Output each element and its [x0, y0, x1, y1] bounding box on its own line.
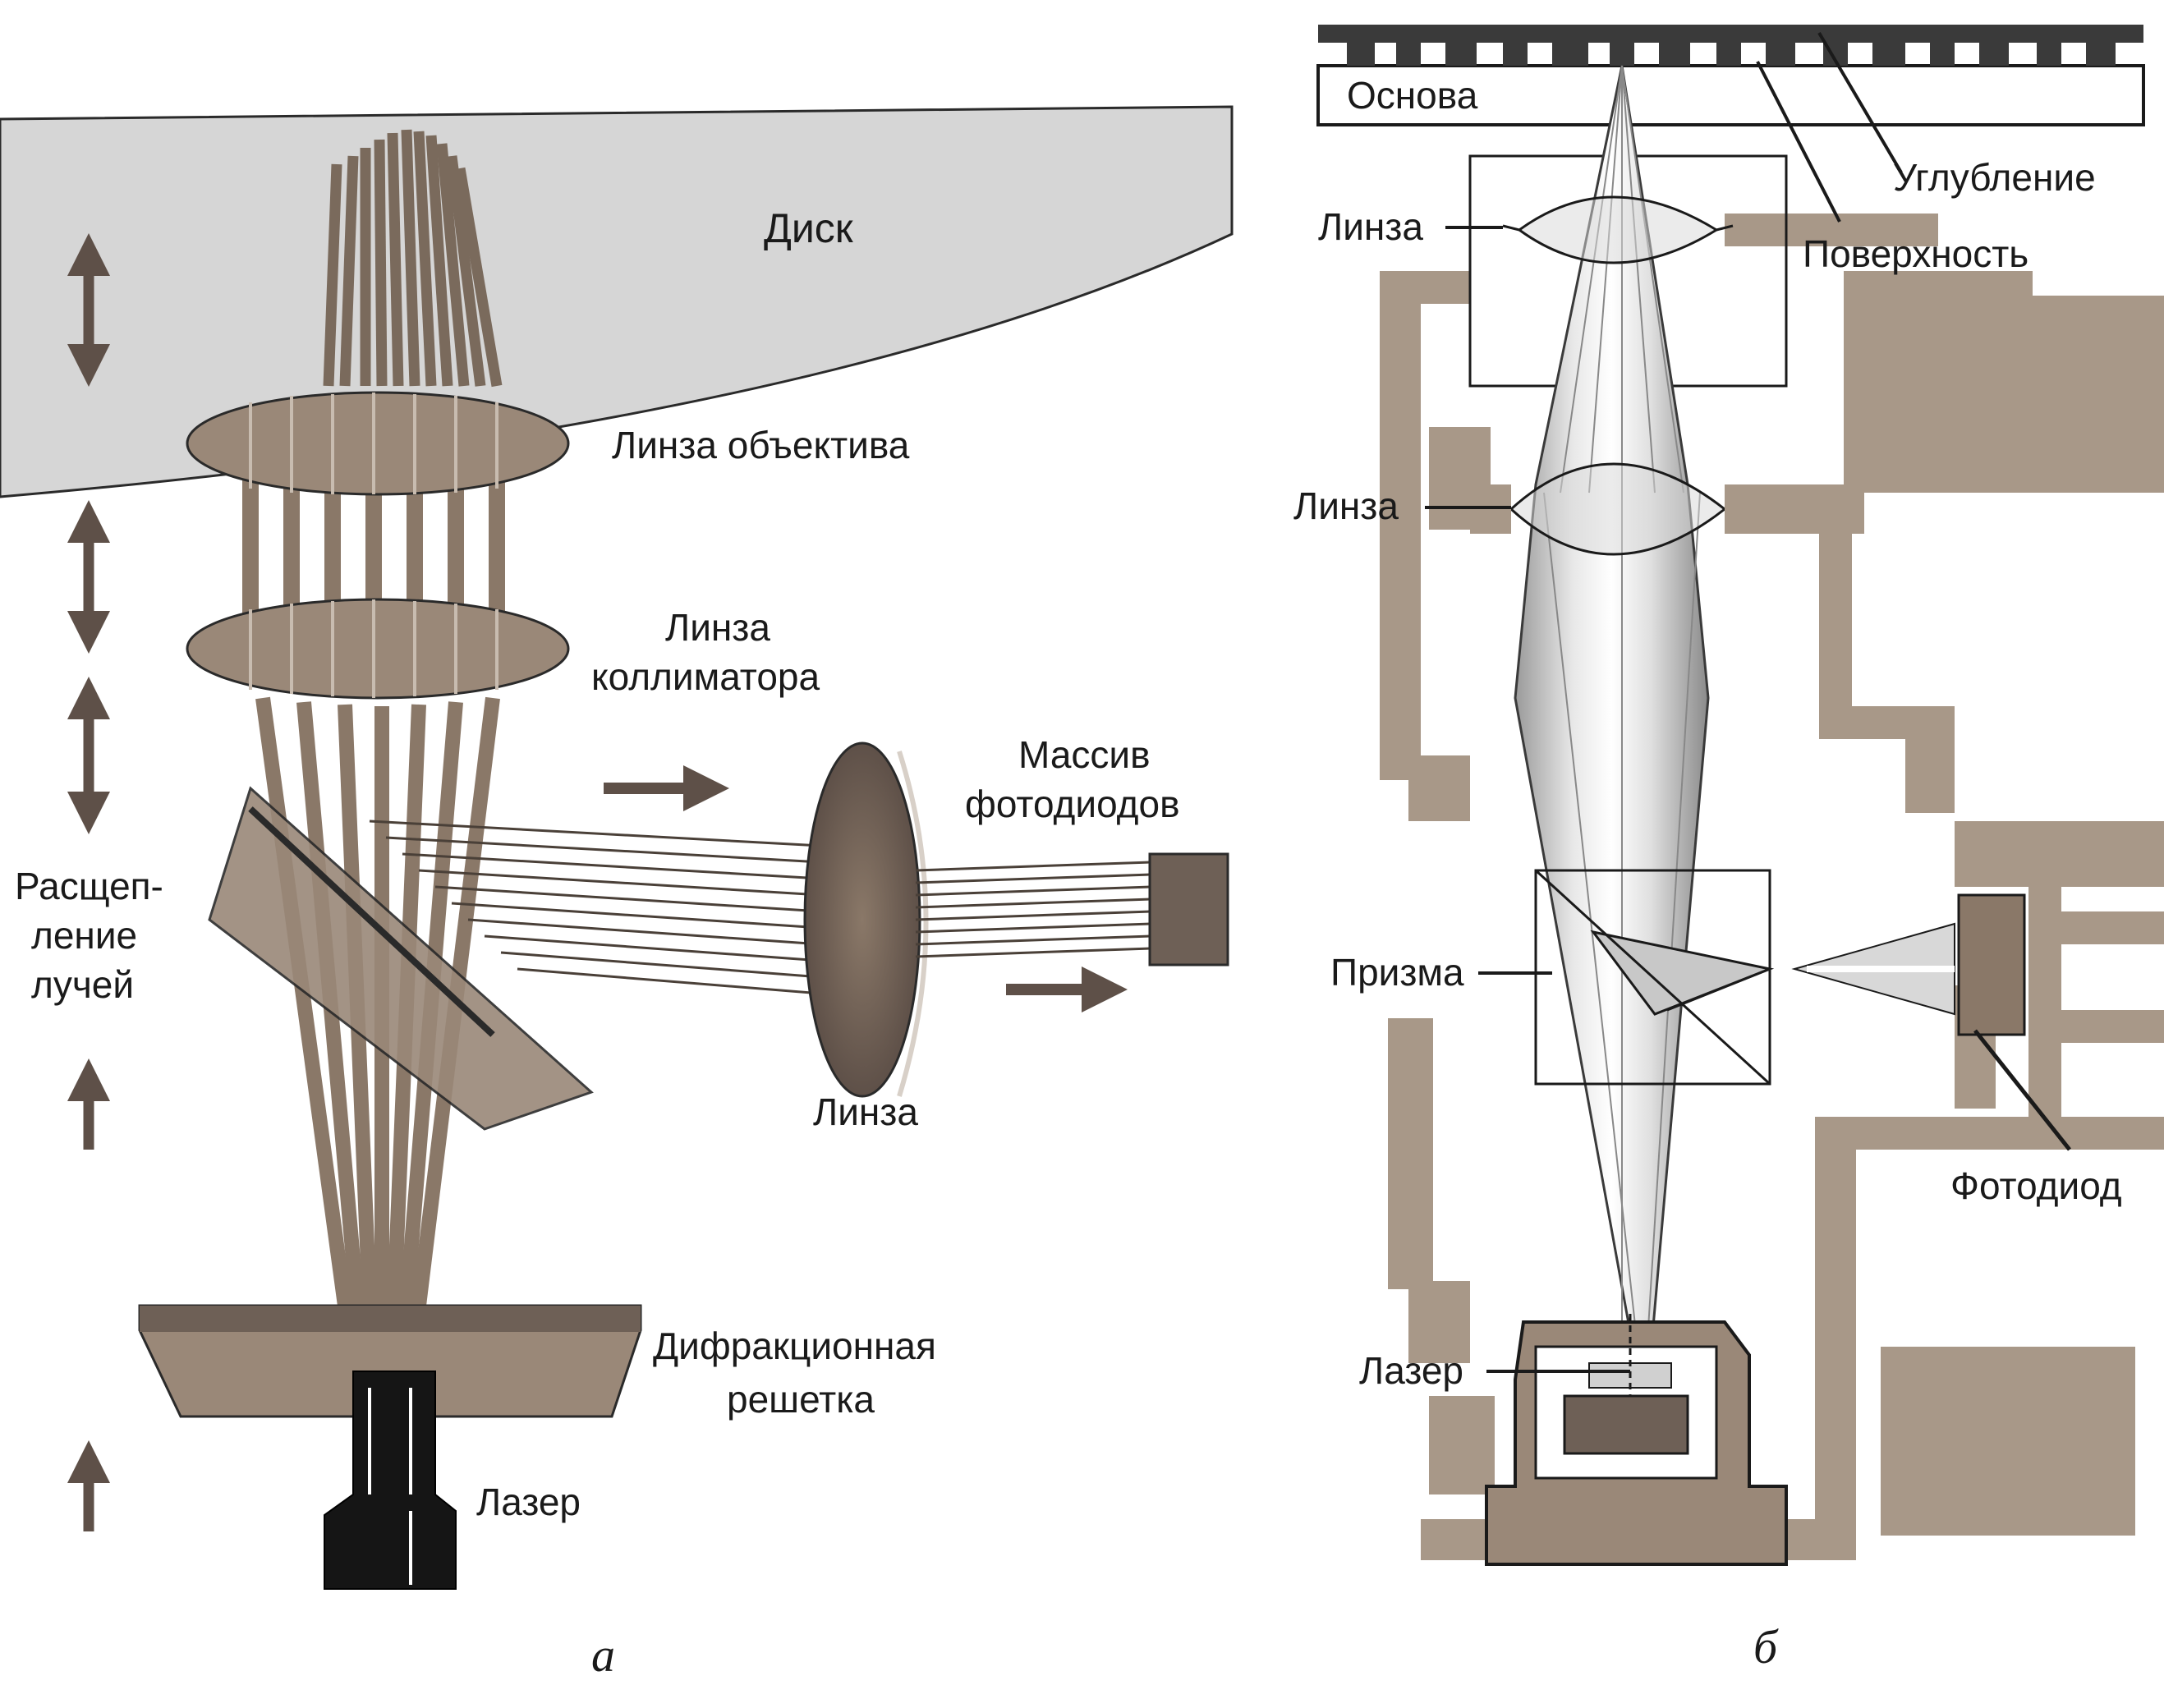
label-lens-upper: Линза	[1318, 205, 1423, 248]
label-collimator-lens-1: Линза	[665, 606, 770, 649]
leader-pit	[1817, 31, 1903, 174]
label-surface: Поверхность	[1803, 232, 2028, 275]
label-laser-b: Лазер	[1359, 1349, 1463, 1392]
label-grating-2: решетка	[727, 1378, 875, 1421]
label-photodiode-array-1: Массив	[1018, 733, 1151, 776]
label-collimator-lens-2: коллиматора	[591, 655, 820, 698]
label-laser-a: Лазер	[476, 1481, 581, 1523]
leader-surface	[1756, 61, 1841, 223]
objective-lens	[186, 391, 570, 496]
disk-pits	[1318, 25, 2143, 66]
upper-lens	[1517, 195, 1719, 264]
collimator-lens	[186, 598, 570, 700]
label-beam-split-1: Расщеп-	[15, 865, 163, 907]
label-disk: Диск	[764, 205, 854, 251]
housing	[1380, 214, 2164, 1568]
disk-base	[1316, 64, 2145, 126]
side-lens	[803, 742, 921, 1098]
prism	[1534, 869, 1771, 1086]
caption-a: а	[591, 1628, 615, 1682]
label-objective-lens: Линза объектива	[612, 424, 910, 466]
caption-b: б	[1753, 1620, 1779, 1674]
reflected-beams	[369, 820, 822, 995]
label-prism: Призма	[1330, 951, 1464, 994]
label-beam-split-3: лучей	[31, 963, 134, 1006]
label-pit: Углубление	[1893, 156, 2096, 199]
panel-b: Основа Углубление Поверхность Линза Линз…	[1293, 25, 2164, 1674]
array-beams	[915, 861, 1151, 958]
label-base: Основа	[1347, 74, 1478, 117]
beam-splitter	[208, 786, 594, 1131]
label-photodiode: Фотодиод	[1950, 1164, 2122, 1207]
photodiode-leader	[1973, 1029, 2071, 1151]
label-lens-a: Линза	[813, 1090, 918, 1133]
photodiode-array	[1148, 852, 1229, 966]
panel-a: Диск Линза объектива Линза коллиматора М…	[0, 105, 1234, 1682]
label-beam-split-2: ление	[31, 914, 137, 957]
focused-beam-fan	[323, 129, 503, 388]
label-grating-1: Дифракционная	[653, 1325, 936, 1367]
photodiode	[1957, 893, 2026, 1036]
laser-a	[324, 1371, 457, 1590]
label-photodiode-array-2: фотодиодов	[965, 783, 1180, 825]
label-lens-lower: Линза	[1293, 484, 1399, 527]
